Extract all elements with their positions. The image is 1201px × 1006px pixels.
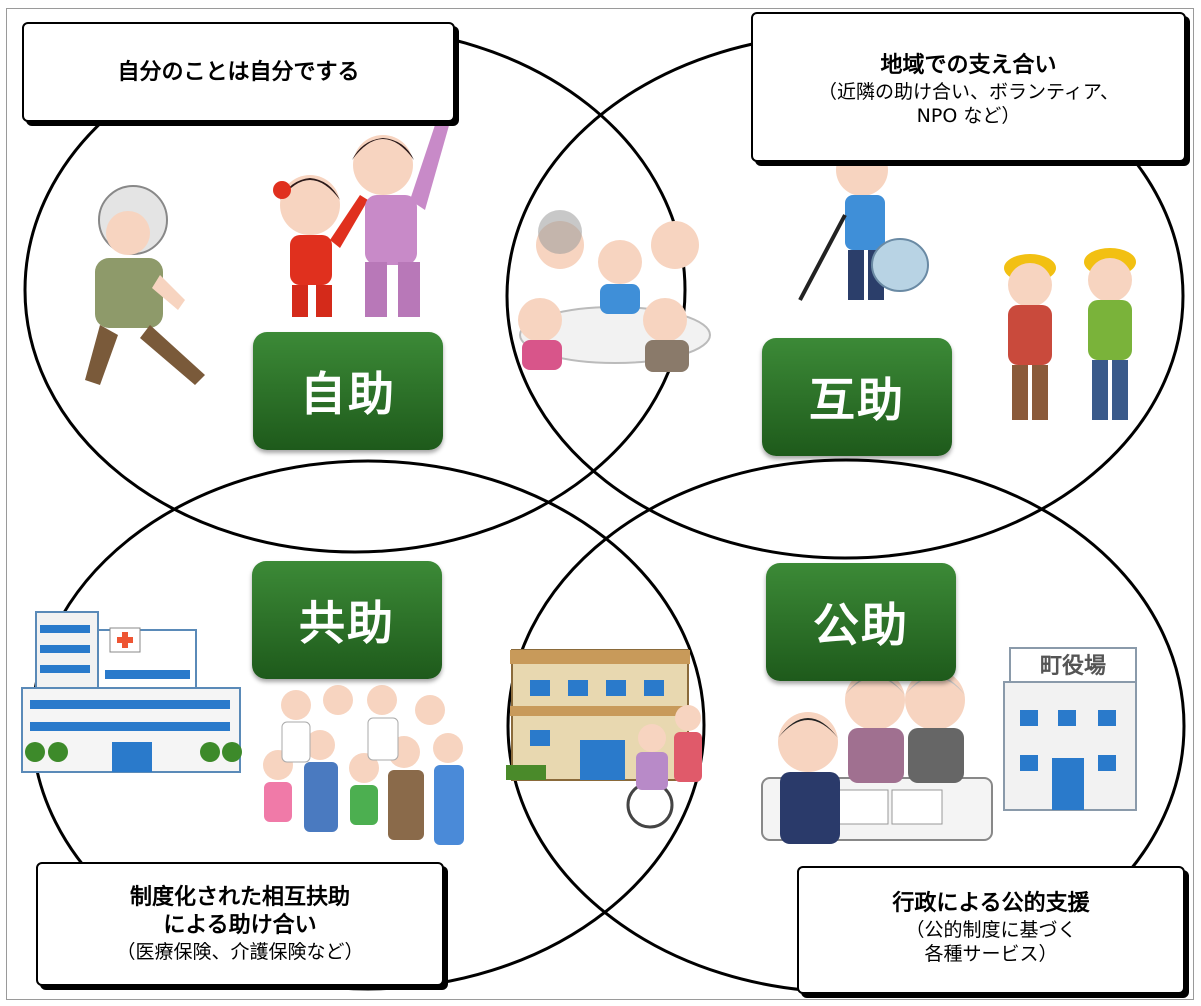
label-mutual-help: 互助: [762, 338, 952, 456]
community-gathering-illustration: [518, 210, 711, 372]
town-hall-illustration: [1003, 647, 1137, 811]
callout-cooperative-help-title1: 制度化された相互扶助: [129, 885, 350, 910]
callout-public-help-sub1: （公的制度に基づく: [905, 919, 1077, 941]
boy-picking-litter-illustration: [798, 144, 929, 301]
callout-public-help: 行政による公的支援 （公的制度に基づく 各種サービス）: [797, 866, 1185, 994]
callout-cooperative-help-title2: による助け合い: [163, 913, 317, 938]
community-group-illustration: [263, 685, 464, 845]
crossing-guards-illustration: [1004, 248, 1136, 420]
elderly-stretching-illustration: [85, 185, 205, 385]
diagram-frame: [6, 8, 1194, 1000]
callout-mutual-help-title: 地域での支え合い: [880, 53, 1057, 78]
girl-stretching-illustration: [273, 175, 368, 317]
care-facility-illustration: [506, 649, 702, 829]
consultation-desk-illustration: [761, 670, 993, 844]
callout-cooperative-help-sub: （医療保険、介護保険など）: [116, 941, 364, 963]
woman-stretching-illustration: [352, 110, 452, 317]
label-public-help: 公助: [766, 563, 956, 681]
hospital-building-illustration: [21, 611, 242, 773]
callout-self-help-title: 自分のことは自分でする: [117, 60, 360, 85]
town-hall-sign-text: 町役場: [1040, 654, 1106, 679]
label-self-help: 自助: [253, 332, 443, 450]
town-hall-sign: 町役場: [1040, 654, 1106, 679]
callout-public-help-title: 行政による公的支援: [892, 891, 1090, 916]
callout-self-help: 自分のことは自分でする: [22, 22, 455, 122]
callout-cooperative-help: 制度化された相互扶助 による助け合い （医療保険、介護保険など）: [36, 862, 444, 986]
callout-mutual-help: 地域での支え合い （近隣の助け合い、ボランティア、 NPO など）: [751, 12, 1186, 162]
label-cooperative-help: 共助: [252, 561, 442, 679]
callout-mutual-help-sub1: （近隣の助け合い、ボランティア、: [818, 81, 1119, 103]
callout-public-help-sub2: 各種サービス）: [924, 943, 1058, 965]
callout-mutual-help-sub2: NPO など）: [916, 105, 1021, 127]
